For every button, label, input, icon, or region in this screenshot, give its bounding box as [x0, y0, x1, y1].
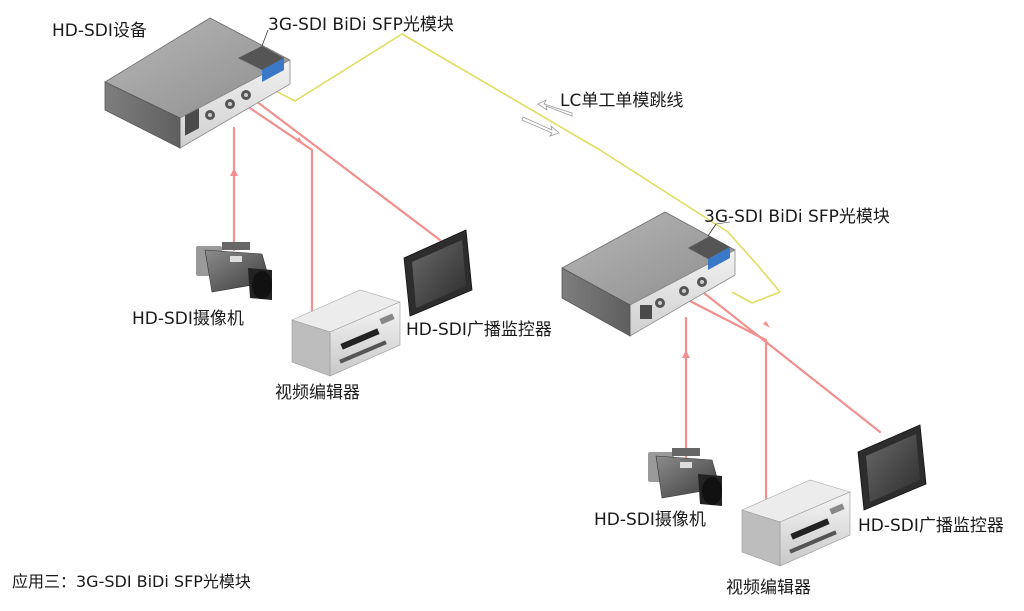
video-editor-icon-left: [291, 289, 401, 377]
label-lc-patch-cord: LC单工单模跳线: [560, 91, 684, 111]
label-hd-sdi-device: HD-SDI设备: [52, 21, 147, 41]
fiber-direction-arrows: [521, 99, 573, 137]
hd-sdi-device-left: [104, 17, 291, 149]
label-camera-left: HD-SDI摄像机: [132, 309, 244, 329]
label-sfp-module-right: 3G-SDI BiDi SFP光模块: [704, 207, 890, 227]
camera-icon-right: [648, 448, 722, 506]
label-monitor-right: HD-SDI广播监控器: [858, 516, 1004, 536]
coax-arrowheads: [230, 137, 770, 358]
label-monitor-left: HD-SDI广播监控器: [406, 320, 552, 340]
lc-fiber-link: [269, 33, 781, 304]
label-editor-left: 视频编辑器: [275, 383, 360, 403]
monitor-icon-right: [857, 424, 927, 511]
sfp-module-right: [688, 223, 730, 270]
monitor-icon-left: [403, 229, 473, 317]
sfp-module-left: [238, 29, 284, 82]
video-editor-icon-right: [741, 479, 851, 567]
label-sfp-module-top: 3G-SDI BiDi SFP光模块: [268, 15, 454, 35]
hd-sdi-coax-links: [232, 96, 882, 504]
figure-caption: 应用三：3G-SDI BiDi SFP光模块: [12, 572, 251, 591]
camera-icon-left: [196, 242, 272, 300]
device-connectors: [205, 90, 251, 120]
hd-sdi-device-right: [561, 211, 736, 337]
label-camera-right: HD-SDI摄像机: [594, 510, 706, 530]
device-connectors-right: [655, 277, 707, 308]
label-editor-right: 视频编辑器: [726, 578, 811, 598]
